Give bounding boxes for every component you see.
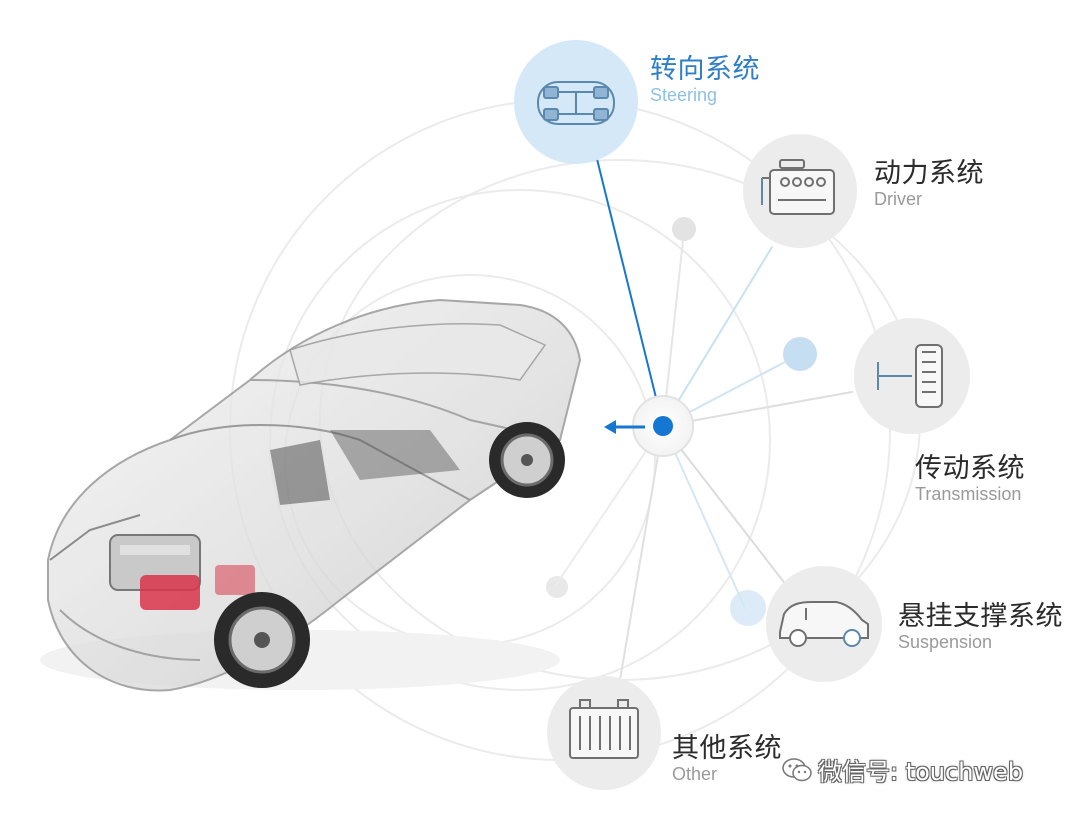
label-cn: 动力系统 bbox=[874, 158, 984, 189]
node-steering[interactable] bbox=[514, 40, 638, 164]
connector-lines bbox=[555, 154, 853, 681]
label-en: Other bbox=[672, 764, 718, 785]
label-en: Transmission bbox=[915, 484, 1022, 505]
node-transmission[interactable] bbox=[854, 318, 970, 434]
label-cn: 传动系统 bbox=[915, 453, 1025, 484]
label-other[interactable]: 其他系统 Other bbox=[672, 733, 782, 785]
label-cn: 其他系统 bbox=[672, 733, 782, 764]
car-cutaway-illustration bbox=[40, 298, 582, 692]
rear-wheel bbox=[489, 422, 565, 498]
wechat-icon bbox=[782, 757, 812, 781]
label-en: Driver bbox=[874, 189, 922, 210]
watermark-text: 微信号: touchweb bbox=[818, 758, 1024, 786]
chassis-steering-icon bbox=[537, 81, 615, 125]
label-cn: 转向系统 bbox=[650, 54, 760, 85]
drive-shaft-tire-icon bbox=[877, 344, 943, 408]
label-steering[interactable]: 转向系统 Steering bbox=[650, 54, 760, 106]
label-suspension[interactable]: 悬挂支撑系统 Suspension bbox=[898, 601, 1063, 653]
label-cn: 悬挂支撑系统 bbox=[898, 601, 1063, 632]
central-hub bbox=[604, 395, 694, 457]
label-transmission[interactable]: 传动系统 Transmission bbox=[915, 453, 1025, 505]
front-wheel bbox=[214, 592, 310, 688]
car-icon bbox=[779, 601, 869, 647]
watermark: 微信号: touchweb bbox=[782, 752, 1023, 787]
engine-icon bbox=[761, 159, 835, 215]
label-driver[interactable]: 动力系统 Driver bbox=[874, 158, 984, 210]
left-arrow-icon bbox=[604, 420, 645, 434]
node-other[interactable] bbox=[547, 676, 661, 790]
node-suspension[interactable] bbox=[766, 566, 882, 682]
label-en: Suspension bbox=[898, 632, 993, 653]
satellite-dots bbox=[546, 217, 817, 626]
battery-icon bbox=[569, 699, 639, 759]
label-en: Steering bbox=[650, 85, 718, 106]
node-driver[interactable] bbox=[743, 134, 857, 248]
